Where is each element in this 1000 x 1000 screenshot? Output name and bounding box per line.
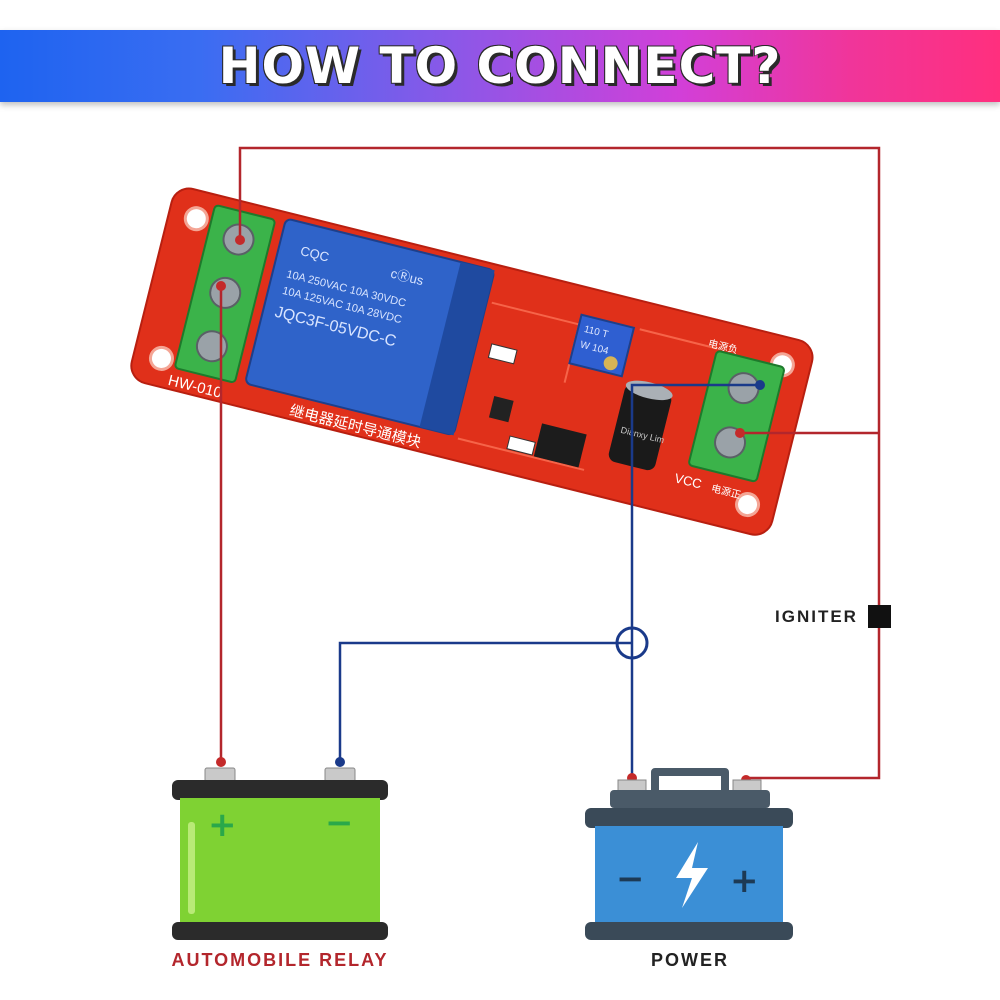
igniter-label: IGNITER [775,607,858,626]
wire-junction [615,626,649,660]
power-battery-plus: + [730,861,759,901]
relay-battery-plus: + [208,805,237,845]
relay-battery-minus: − [325,803,354,843]
wire-dot-red [216,281,226,291]
power-battery: − + [585,768,793,940]
page-title: HOW TO CONNECT? [218,37,782,95]
red-wire-top [238,146,881,433]
relay-brand-text: CQC [299,243,331,265]
power-label: POWER [650,950,729,970]
screw-terminal [195,330,228,363]
blue-wires [338,383,760,778]
smd-component [506,435,536,456]
wire-dot-blue [335,757,345,767]
blue-wire-gnd [630,383,760,778]
potentiometer [568,313,636,378]
blue-wire-relay [338,641,632,760]
mounting-hole [148,345,174,371]
header-banner: HOW TO CONNECT? [0,30,1000,102]
wire-dot-red [735,428,745,438]
wire-dot-red [235,235,245,245]
mounting-hole [735,492,761,518]
automobile-relay-label: AUTOMOBILE RELAY [171,950,389,970]
wire-dot-red [216,757,226,767]
vcc-label: VCC [673,470,703,491]
automobile-relay-battery: + − [172,767,388,940]
mounting-hole [183,206,209,232]
power-battery-minus: − [616,859,645,899]
smd-component [487,343,518,365]
ic-chip [533,423,587,468]
potentiometer-screw [603,356,618,371]
capacitor [608,384,672,471]
igniter-switch-icon [868,605,891,628]
lightning-bolt-icon [676,842,708,908]
smd-component [488,396,514,423]
relay-module-board: CQC cⓇus 10A 250VAC 10A 30VDC 10A 125VAC… [130,187,814,536]
wire-dot-blue [755,380,765,390]
